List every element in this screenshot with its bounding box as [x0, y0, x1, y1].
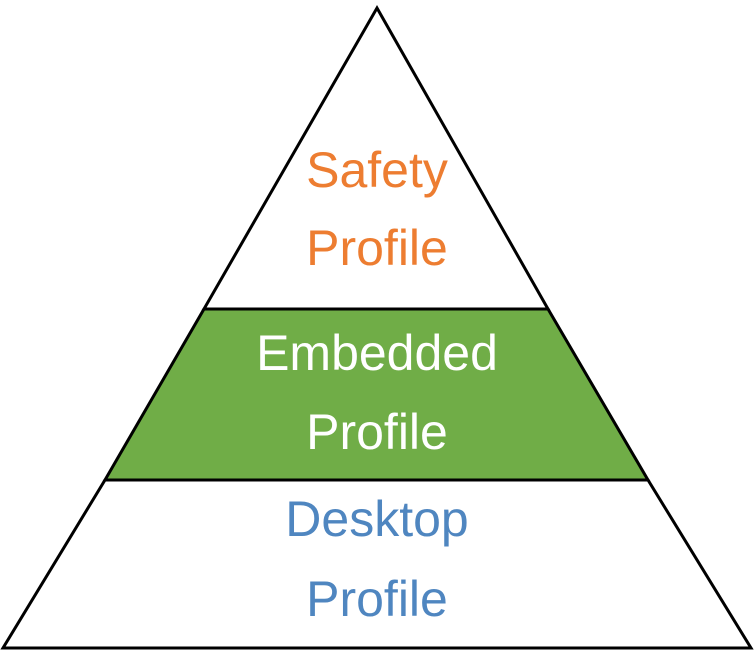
safety-tier-shape — [201, 4, 551, 311]
safety-label-line-1: Safety — [306, 142, 448, 198]
desktop-label-line-1: Desktop — [285, 491, 468, 547]
safety-label-line-2: Profile — [306, 220, 448, 276]
embedded-label-line-1: Embedded — [256, 325, 498, 381]
embedded-label-line-2: Profile — [306, 404, 448, 460]
desktop-label-line-2: Profile — [306, 571, 448, 627]
